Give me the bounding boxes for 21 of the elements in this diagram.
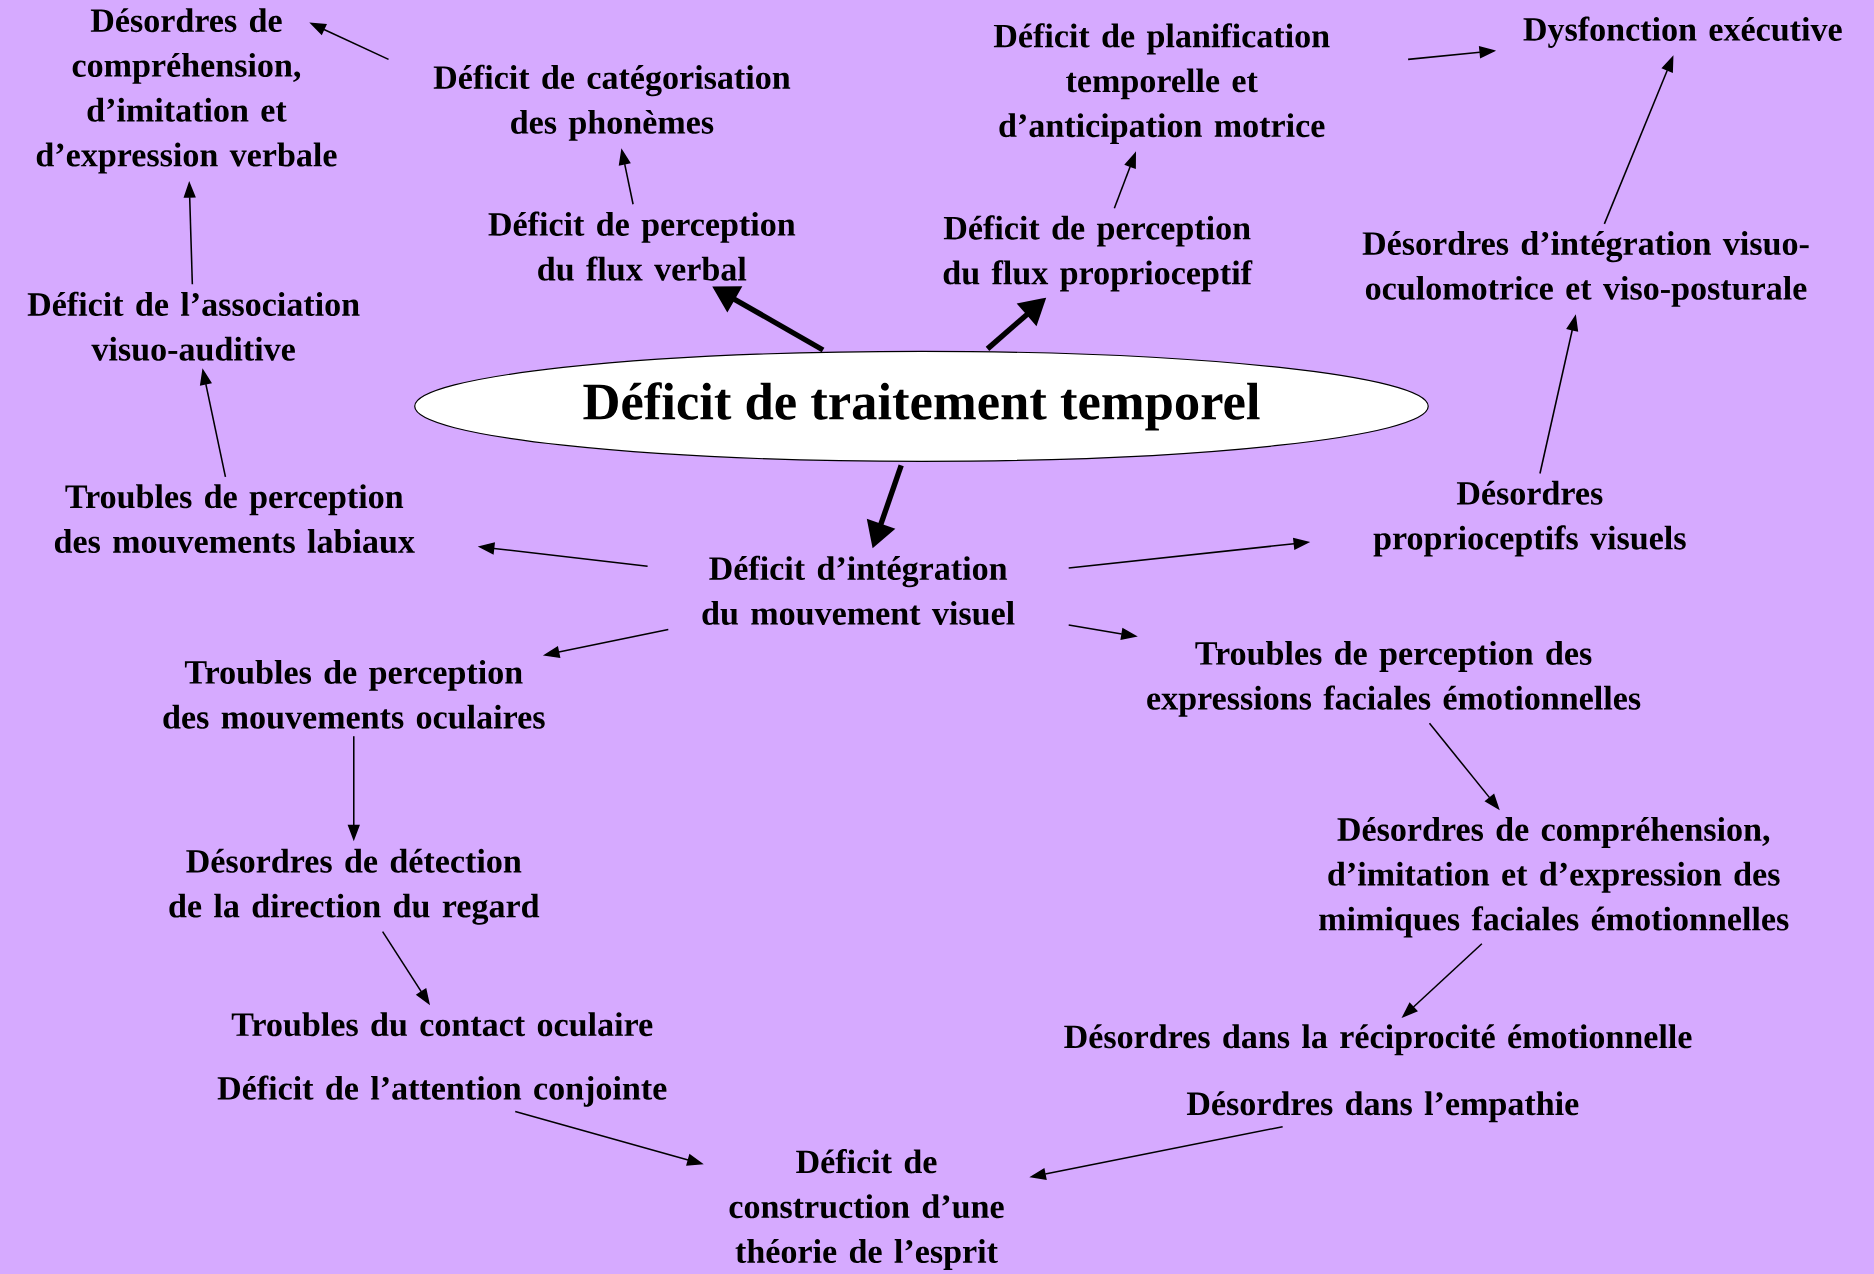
- node-text: Déficit de planification temporelle et d’anticipation motrice: [993, 23, 1330, 145]
- node-text: Déficit de l’association visuo-auditive: [27, 291, 360, 361]
- node-text: Désordres proprioceptifs visuels: [1373, 480, 1686, 557]
- node-text: Troubles de perception des mouvements oculaires: [163, 659, 545, 729]
- node-text: Désordres de détection de la direction du regard: [169, 848, 540, 925]
- node-text: Dysfonction exécutive: [1523, 16, 1842, 48]
- node-text: Désordres dans l’empathie: [1186, 1091, 1579, 1123]
- node-text: Troubles de perception des mouvements labiaux: [54, 484, 415, 554]
- node-text: Déficit de catégorisation des phonèmes: [433, 64, 791, 141]
- node-text: Désordres dans la réciprocité émotionnelle: [1064, 1024, 1692, 1056]
- node-text: Déficit de perception du flux proprioceptif: [943, 215, 1253, 292]
- node-text: Troubles du contact oculaire: [231, 1012, 653, 1037]
- node-text: Troubles de perception des expressions faciales émotionnelles: [1147, 640, 1641, 717]
- node-text: Désordres d’intégration visuo-oculomotrice et viso-posturale: [1362, 231, 1809, 307]
- ellipse-node: Déficit de traitement temporel: [414, 350, 1429, 462]
- node-text: Déficit d’intégration du mouvement visuel: [702, 555, 1015, 625]
- node-text: Désordres de compréhension, d’imitation et d’expression verbale: [36, 8, 337, 174]
- node-text: Désordres de compréhension, d’imitation et d’expression des mimiques faciales émotionnelles: [1319, 816, 1789, 938]
- node-text: Déficit de l’attention conjointe: [217, 1075, 667, 1107]
- node-text: Déficit de perception du flux verbal: [488, 211, 796, 281]
- node-text: Déficit de construction d’une théorie de l’esprit: [729, 1149, 1004, 1270]
